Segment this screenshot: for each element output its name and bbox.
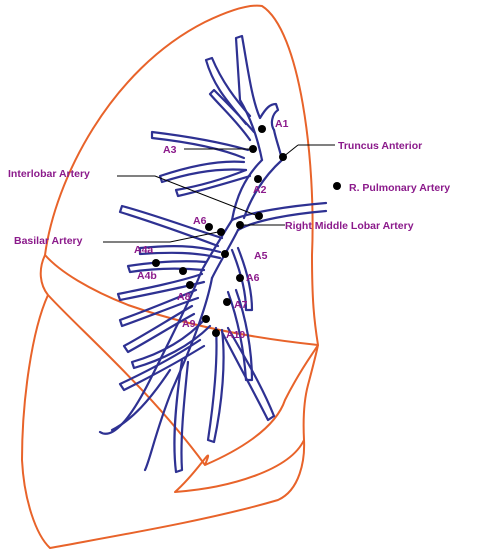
a2-marker [254,175,262,183]
label-a6-upper: A6 [193,215,207,227]
a8-marker [186,281,194,289]
a4-vessel [118,261,206,300]
a3-marker [249,145,257,153]
a5-marker [221,250,229,258]
label-right-middle-lobar-artery: Right Middle Lobar Artery [285,220,414,232]
label-a9: A9 [182,318,196,330]
label-a10: A10 [226,329,245,341]
label-a2: A2 [253,184,267,196]
label-a6-lower: A6 [246,272,260,284]
label-a7: A7 [234,299,248,311]
labels: A1 A3 Truncus Anterior A2 Interlobar Art… [8,118,450,341]
label-a3: A3 [163,144,177,156]
r-pulmonary-artery-marker [333,182,341,190]
a1-marker [258,125,266,133]
label-r-pulmonary-artery: R. Pulmonary Artery [349,182,450,194]
label-a4b: A4b [137,270,157,282]
label-a4a: A4a [134,244,153,256]
a7-marker [223,298,231,306]
label-basilar-artery: Basilar Artery [14,235,83,247]
label-a8: A8 [177,291,191,303]
a4b-marker [179,267,187,275]
right-middle-lobar-marker [236,221,244,229]
label-a1: A1 [275,118,289,130]
a9-marker [202,315,210,323]
a6-lower-marker [236,274,244,282]
a1-subbranch-vessel [206,58,254,140]
truncus-anterior-marker [279,153,287,161]
label-truncus-anterior: Truncus Anterior [338,140,422,152]
a10-marker [212,329,220,337]
lung-outline [22,6,318,548]
a1-vessel [236,36,278,160]
interlobar-marker [255,212,263,220]
basilar-marker [217,228,225,236]
label-a5: A5 [254,250,268,262]
a4a-marker [152,259,160,267]
label-interlobar-artery: Interlobar Artery [8,168,90,180]
